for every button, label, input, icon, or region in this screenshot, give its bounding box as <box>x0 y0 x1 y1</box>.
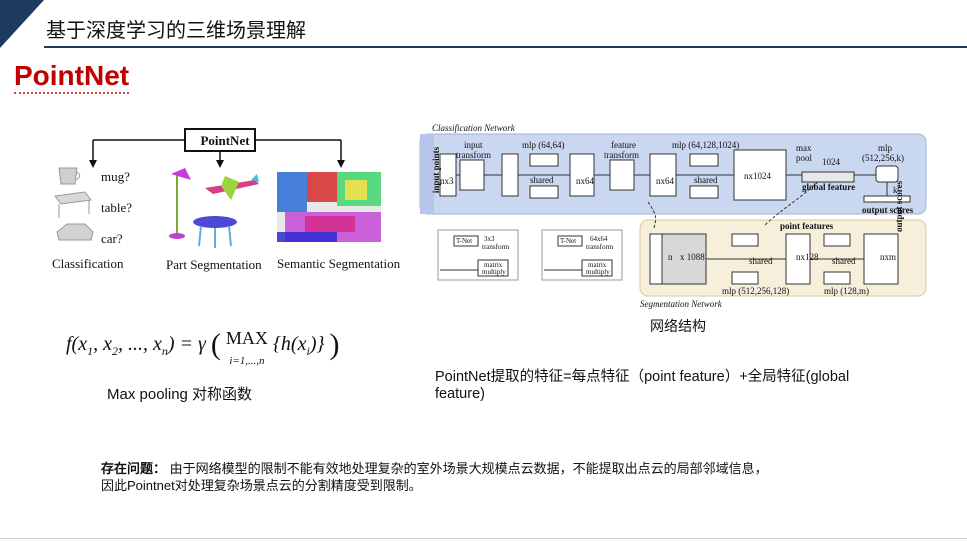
label-tnet-64x64-2: transform <box>586 243 614 251</box>
pointnet-applications-figure <box>54 128 381 248</box>
label-input-transform-1: input <box>464 140 483 150</box>
lamp-shape <box>169 168 191 239</box>
problem-line-1: 存在问题： 由于网络模型的限制不能有效地处理复杂的室外场景大规模点云数据，不能提… <box>101 458 768 477</box>
problem-line-2: 因此Pointnet对处理复杂场景点云的分割精度受到限制。 <box>101 478 422 493</box>
label-shared-seg-2: shared <box>832 256 856 266</box>
slide-title: 基于深度学习的三维场景理解 <box>46 20 306 42</box>
airplane-shape <box>205 174 259 200</box>
label-mlp-seg-1: mlp (512,256,128) <box>722 286 790 296</box>
room-pointcloud <box>277 172 381 242</box>
label-mlp-seg-2: mlp (128,m) <box>824 286 869 296</box>
label-x1088: x 1088 <box>680 252 705 262</box>
label-classification-network: Classification Network <box>432 123 515 133</box>
label-input-points: input points <box>431 146 442 194</box>
label-multiply-2: multiply <box>586 268 610 276</box>
label-segmentation-network: Segmentation Network <box>640 299 722 309</box>
label-tnet-64x64-1: 64x64 <box>590 235 608 243</box>
label-nxm: nxm <box>880 252 897 262</box>
header-rule <box>44 46 967 48</box>
car-shape <box>56 223 94 241</box>
caption-part-segmentation: Part Segmentation <box>166 257 262 272</box>
chair-shape <box>193 216 237 248</box>
table-shape <box>54 191 92 218</box>
header-corner-shape <box>0 0 44 48</box>
caption-semantic-segmentation: Semantic Segmentation <box>277 256 401 271</box>
label-tnet-3x3-1: 3x3 <box>484 235 495 243</box>
problem-text-1: 由于网络模型的限制不能有效地处理复杂的室外场景大规模点云数据，不能提取出点云的局… <box>166 461 768 476</box>
label-tnet-2: T-Net <box>560 237 577 245</box>
label-shared-seg-1: shared <box>749 256 773 266</box>
label-mlp-64-64: mlp (64,64) <box>522 140 565 150</box>
label-pool: pool <box>796 153 813 163</box>
problem-label: 存在问题： <box>101 461 167 476</box>
features-line-2: feature) <box>435 386 485 402</box>
label-car: car? <box>101 231 123 246</box>
label-point-features: point features <box>780 221 834 231</box>
mug-shape <box>58 167 81 185</box>
label-1024: 1024 <box>822 157 840 167</box>
label-matrix-1: matrix <box>484 261 503 269</box>
footer-rule <box>0 538 967 539</box>
label-output-scores-seg: output scores <box>894 180 904 232</box>
label-nx1024: nx1024 <box>744 171 771 181</box>
formula-caption: Max pooling 对称函数 <box>107 386 253 403</box>
label-shared-2: shared <box>694 175 718 185</box>
features-line-1: PointNet提取的特征=每点特征（point feature）+全局特征(g… <box>435 369 850 385</box>
label-feature-transform-1: feature <box>611 140 636 150</box>
label-mlp-64-128-1024: mlp (64,128,1024) <box>672 140 740 150</box>
label-tnet-1: T-Net <box>456 237 473 245</box>
caption-classification: Classification <box>52 256 124 271</box>
label-mlp-cls-2: (512,256,k) <box>862 153 904 163</box>
label-matrix-2: matrix <box>588 261 607 269</box>
label-mug: mug? <box>101 169 130 184</box>
label-shared-1: shared <box>530 175 554 185</box>
label-nx64-2: nx64 <box>656 176 674 186</box>
network-caption: 网络结构 <box>650 318 706 334</box>
label-nx64-1: nx64 <box>576 176 594 186</box>
label-k: k <box>893 185 898 195</box>
label-nx128: nx128 <box>796 252 819 262</box>
label-multiply-1: multiply <box>482 268 506 276</box>
label-global-feature: global feature <box>802 182 856 192</box>
network-architecture-diagram <box>419 133 927 297</box>
brand-title: PointNet <box>14 60 130 94</box>
label-table: table? <box>101 200 133 215</box>
label-output-scores-cls: output scores <box>862 205 914 215</box>
label-max: max <box>796 143 812 153</box>
label-tnet-3x3-2: transform <box>482 243 510 251</box>
label-mlp-cls-1: mlp <box>878 143 893 153</box>
pointnet-box-label: PointNet <box>200 133 250 148</box>
label-n: n <box>668 252 673 262</box>
label-nx3: nx3 <box>440 176 454 186</box>
label-input-transform-2: transform <box>456 150 491 160</box>
label-feature-transform-2: transform <box>604 150 639 160</box>
